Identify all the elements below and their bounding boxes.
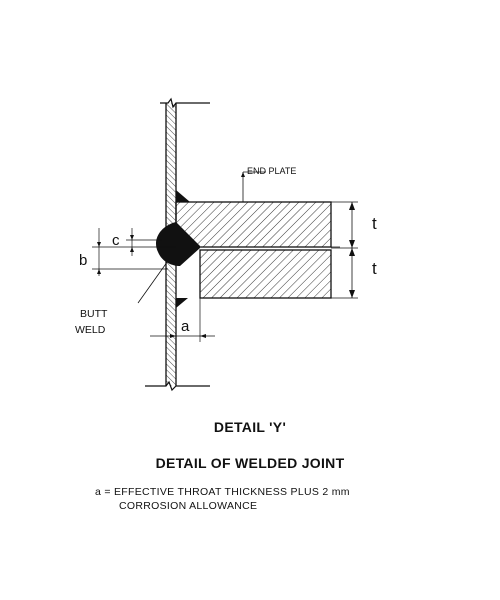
butt-weld-leader <box>137 257 171 304</box>
butt-weld-label: BUTT <box>80 308 108 320</box>
end-plate-leader <box>241 171 266 202</box>
butt-weld-label-2: WELD <box>75 324 106 336</box>
thickness-label-top: t <box>372 214 377 233</box>
detail-label: DETAIL 'Y' <box>213 419 287 435</box>
fillet-weld-bottom <box>176 298 188 308</box>
note: a = EFFECTIVE THROAT THICKNESS PLUS 2 mm… <box>95 485 475 513</box>
end-plate-lower <box>199 249 332 299</box>
throat-a-label: a <box>181 318 190 335</box>
drawing-title: DETAIL OF WELDED JOINT <box>155 455 345 471</box>
weld-dimensions-left <box>92 228 176 276</box>
note-line-1: a = EFFECTIVE THROAT THICKNESS PLUS 2 mm <box>95 486 350 498</box>
dimension-b-label: b <box>79 252 87 269</box>
thickness-dimension <box>331 201 358 299</box>
fillet-weld-top <box>176 190 190 202</box>
dimension-c-label: c <box>112 232 120 249</box>
end-plate-upper <box>175 201 332 248</box>
butt-weld <box>156 222 200 266</box>
note-line-2: CORROSION ALLOWANCE <box>119 500 258 512</box>
thickness-label-bottom: t <box>372 259 377 278</box>
end-plate-label: END PLATE <box>247 166 296 176</box>
throat-dimension <box>150 298 215 342</box>
